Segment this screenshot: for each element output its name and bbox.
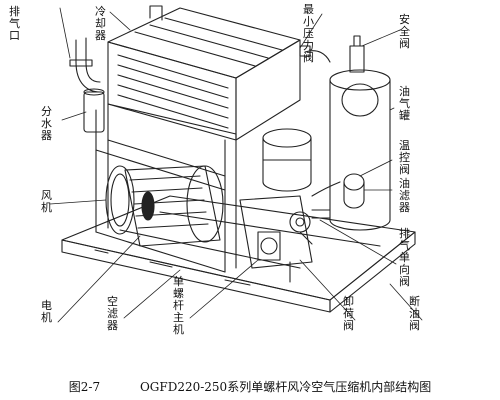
- oil-filter-body: [343, 173, 365, 209]
- label-motor: 电机: [41, 299, 52, 324]
- label-water-separator: 分水器: [41, 105, 52, 142]
- fan-body: [105, 165, 135, 235]
- label-screw-host: 单螺杆主机: [173, 275, 184, 336]
- label-cooler: 冷却器: [95, 5, 106, 42]
- water-separator-body: [83, 88, 105, 133]
- exhaust-pipe: [69, 5, 163, 93]
- label-safety-valve: 安全阀: [399, 13, 410, 50]
- pipes: [289, 181, 341, 283]
- oil-tank-body: [329, 69, 391, 231]
- label-oil-filter: 油滤器: [399, 177, 410, 214]
- label-fan: 风机: [41, 189, 52, 214]
- label-oil-tank: 油气罐: [399, 85, 410, 122]
- valves-top: [299, 35, 365, 73]
- motor-body: [124, 165, 224, 247]
- frame: [95, 103, 237, 273]
- label-thermostatic-valve: 温控阀: [399, 139, 410, 176]
- figure-number: 图2-7: [68, 380, 101, 394]
- cooler-block: [107, 7, 301, 141]
- label-air-filter: 空滤器: [107, 295, 118, 332]
- label-exhaust-check-valve: 排气单向阀: [399, 227, 410, 288]
- label-min-pressure-valve: 最小压力阀: [303, 3, 314, 64]
- label-exhaust-port: 排气口: [9, 5, 20, 42]
- base-skid: [61, 195, 416, 313]
- figure-caption: 图2-7 OGFD220-250系列单螺杆风冷空气压缩机内部结构图: [0, 378, 500, 395]
- leader-lines: [49, 7, 423, 323]
- label-oil-shutoff-valve: 断油阀: [409, 295, 420, 332]
- label-unload-valve: 卸荷阀: [343, 295, 354, 332]
- figure-title: OGFD220-250系列单螺杆风冷空气压缩机内部结构图: [139, 380, 432, 394]
- air-filter-body: [262, 128, 312, 192]
